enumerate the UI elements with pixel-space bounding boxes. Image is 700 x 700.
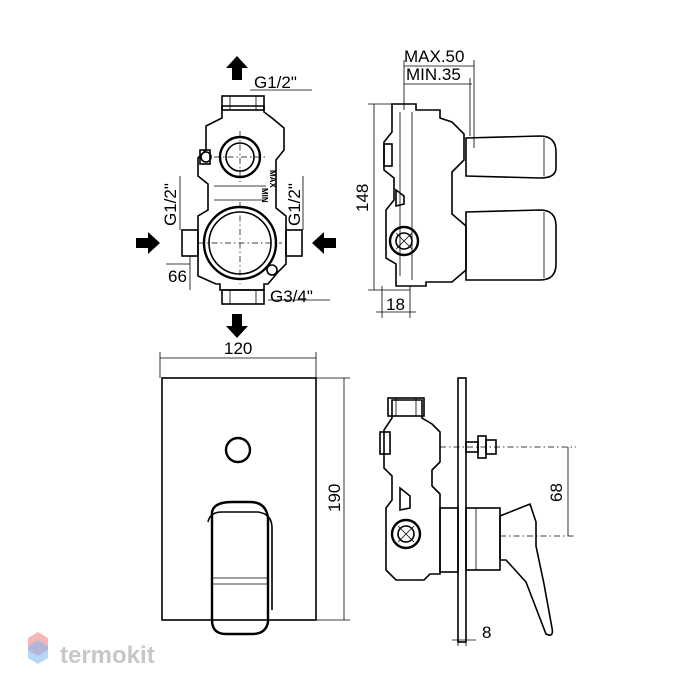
body-mark-max: MAX <box>268 170 277 188</box>
max-depth-label: MAX.50 <box>404 47 464 66</box>
dim-66-label: 66 <box>168 267 187 286</box>
body-front-view: MAX MIN G1/2" G1/2" G1/2" 66 G3/4" <box>136 56 336 338</box>
assembly-side-view: 8 68 <box>379 377 576 646</box>
min-depth-label: MIN.35 <box>406 65 461 84</box>
plate-thickness-label: 8 <box>482 623 491 642</box>
left-inlet-arrow <box>136 232 160 254</box>
bottom-outlet-thread-label: G3/4" <box>270 287 313 306</box>
top-outlet-arrow <box>226 56 248 80</box>
left-inlet-thread-label: G1/2" <box>161 183 180 226</box>
plate-height-label: 190 <box>325 484 344 512</box>
body-side-view: 148 MAX.50 MIN.35 18 <box>353 47 557 318</box>
plate-width-label: 120 <box>224 339 252 358</box>
handle-offset-label: 68 <box>547 483 566 502</box>
top-outlet-thread-label: G1/2" <box>254 73 297 92</box>
body-mark-min: MIN <box>260 188 269 203</box>
watermark-text: termokit <box>60 642 155 669</box>
plate-front-view: 120 190 <box>159 339 350 636</box>
termokit-logo-icon <box>28 632 48 664</box>
depth-18-label: 18 <box>386 295 405 314</box>
right-inlet-thread-label: G1/2" <box>285 183 304 226</box>
height-148-label: 148 <box>353 184 372 212</box>
right-inlet-arrow <box>312 232 336 254</box>
termokit-watermark: termokit <box>28 632 155 669</box>
bottom-outlet-arrow <box>226 314 248 338</box>
